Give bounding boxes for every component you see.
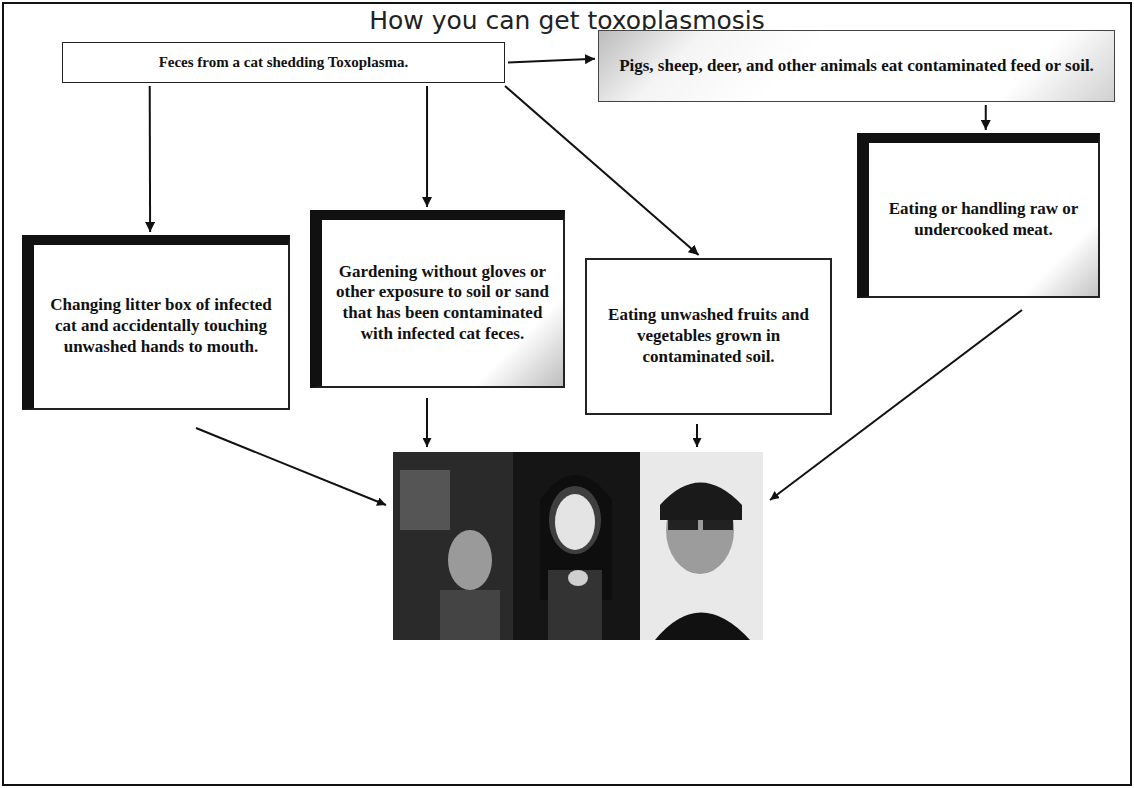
people-photo <box>393 452 763 640</box>
process-box: Gardening without gloves or other exposu… <box>310 210 565 388</box>
process-box: Pigs, sheep, deer, and other animals eat… <box>598 30 1115 102</box>
arrow-connector <box>985 105 987 130</box>
box-text: Eating or handling raw or undercooked me… <box>881 199 1086 240</box>
outer-frame <box>3 3 1131 785</box>
box-text: Gardening without gloves or other exposu… <box>334 262 551 345</box>
box-text: Pigs, sheep, deer, and other animals eat… <box>619 56 1094 77</box>
arrow-connector <box>426 86 428 207</box>
box-text: Eating unwashed fruits and vegetables gr… <box>599 305 818 367</box>
process-box: Eating or handling raw or undercooked me… <box>857 133 1100 298</box>
process-box: Changing litter box of infected cat and … <box>22 235 290 410</box>
process-box: Eating unwashed fruits and vegetables gr… <box>585 258 832 415</box>
box-text: Feces from a cat shedding Toxoplasma. <box>159 53 409 71</box>
box-text: Changing litter box of infected cat and … <box>46 295 276 357</box>
process-box: Feces from a cat shedding Toxoplasma. <box>62 42 505 83</box>
arrow-connector <box>149 86 151 232</box>
arrow-connector <box>508 59 595 63</box>
